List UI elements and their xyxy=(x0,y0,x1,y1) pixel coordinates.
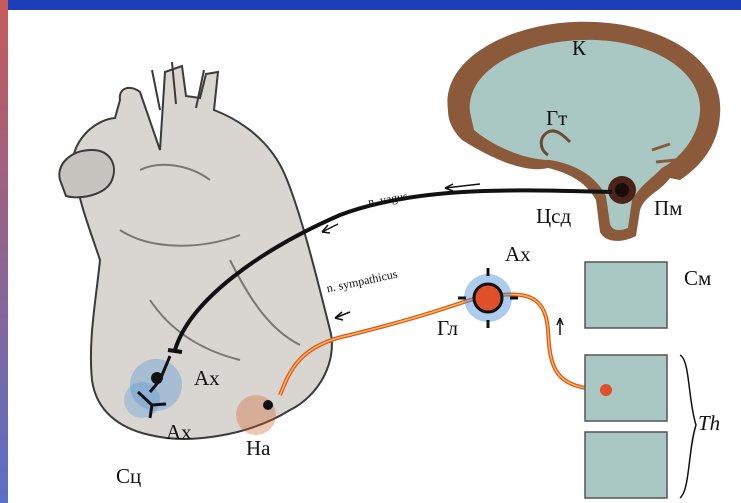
noradrenaline-label: На xyxy=(246,438,271,459)
spinal-cord-segments xyxy=(585,262,696,498)
ach-heart-label-2: Ах xyxy=(166,422,192,443)
medulla-label: Пм xyxy=(654,198,682,219)
noradrenaline-dots xyxy=(236,395,276,435)
ach-heart-label-1: Ах xyxy=(194,368,220,389)
heart-label: Сц xyxy=(116,466,141,487)
ganglion-label: Гл xyxy=(437,318,458,339)
cardio-center-label: Цсд xyxy=(536,206,571,227)
hypothalamus-label: Гт xyxy=(546,108,567,129)
cortex-label: К xyxy=(572,38,586,59)
ganglion xyxy=(458,268,518,328)
thoracic-label: Th xyxy=(698,413,720,434)
ach-ganglion-label: Ах xyxy=(505,244,531,265)
spinal-cord-label: См xyxy=(684,268,711,289)
